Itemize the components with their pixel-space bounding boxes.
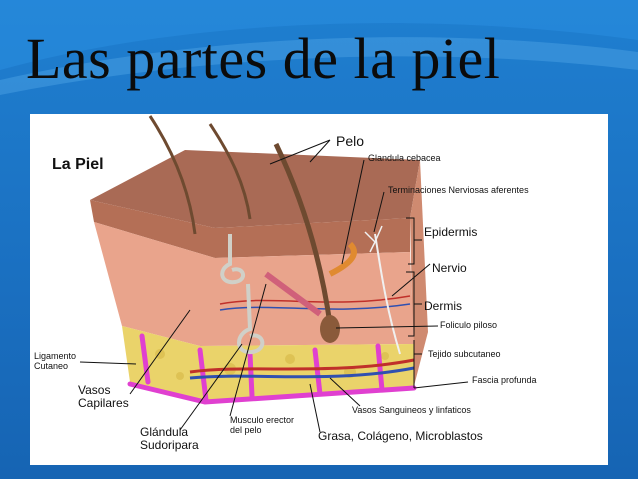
label-dermis: Dermis bbox=[424, 299, 462, 313]
label-vasos-sanguineos: Vasos Sanguineos y linfaticos bbox=[352, 405, 471, 415]
hair-bulb bbox=[320, 315, 340, 343]
label-glandula-line1: Glándula bbox=[140, 425, 189, 439]
label-vasos-line1: Vasos bbox=[78, 383, 111, 397]
arrector-pili-muscle bbox=[264, 271, 322, 317]
pointer-lines bbox=[79, 139, 469, 433]
cutaneous-ligaments bbox=[127, 333, 417, 405]
label-musculo-line1: Musculo erector bbox=[230, 415, 295, 425]
label-tejido: Tejido subcutaneo bbox=[428, 349, 501, 359]
label-terminaciones: Terminaciones Nerviosas aferentes bbox=[388, 185, 529, 195]
label-epidermis: Epidermis bbox=[424, 225, 478, 239]
dermis-layer bbox=[94, 222, 414, 346]
label-glandula-cebacea: Glandula cebacea bbox=[368, 153, 441, 163]
hair-shaft-left bbox=[148, 115, 197, 235]
nerve-fiber bbox=[374, 233, 401, 355]
label-ligamento: Ligamento Cutaneo bbox=[34, 351, 77, 372]
label-musculo-line2: del pelo bbox=[230, 424, 262, 435]
hair-shaft-mid bbox=[208, 123, 252, 220]
slide-title: Las partes de la piel bbox=[26, 26, 501, 91]
skin-diagram-panel: La Piel Pelo Glandula cebacea Terminacio… bbox=[30, 114, 608, 465]
label-vasos-capilares: Vasos Capilares bbox=[78, 383, 129, 411]
sebaceous-gland bbox=[328, 241, 357, 277]
label-musculo: Musculo erector del pelo bbox=[230, 415, 295, 436]
nerve-endings bbox=[364, 225, 383, 253]
label-glandula-sudoripara: Glándula Sudoripara bbox=[140, 425, 199, 453]
diagram-heading: La Piel bbox=[52, 156, 104, 173]
label-grasa: Grasa, Colágeno, Microblastos bbox=[318, 429, 483, 443]
fat-layer bbox=[122, 326, 414, 400]
vein bbox=[189, 366, 415, 380]
hair-shaft bbox=[273, 142, 333, 325]
skin-surface bbox=[90, 150, 420, 228]
label-glandula-line2: Sudoripara bbox=[140, 438, 199, 453]
label-fascia: Fascia profunda bbox=[472, 375, 537, 385]
artery bbox=[189, 358, 415, 374]
label-pelo: Pelo bbox=[336, 133, 365, 149]
label-foliculo: Foliculo piloso bbox=[440, 320, 498, 330]
label-nervio: Nervio bbox=[432, 261, 467, 275]
label-ligamento-line2: Cutaneo bbox=[34, 360, 69, 371]
dermal-vein bbox=[219, 303, 411, 311]
epidermis-layer bbox=[90, 200, 410, 258]
label-vasos-line2: Capilares bbox=[78, 396, 129, 411]
skin-cross-section-illustration bbox=[79, 115, 469, 433]
sweat-glands bbox=[220, 234, 265, 355]
label-ligamento-line1: Ligamento bbox=[34, 351, 77, 361]
